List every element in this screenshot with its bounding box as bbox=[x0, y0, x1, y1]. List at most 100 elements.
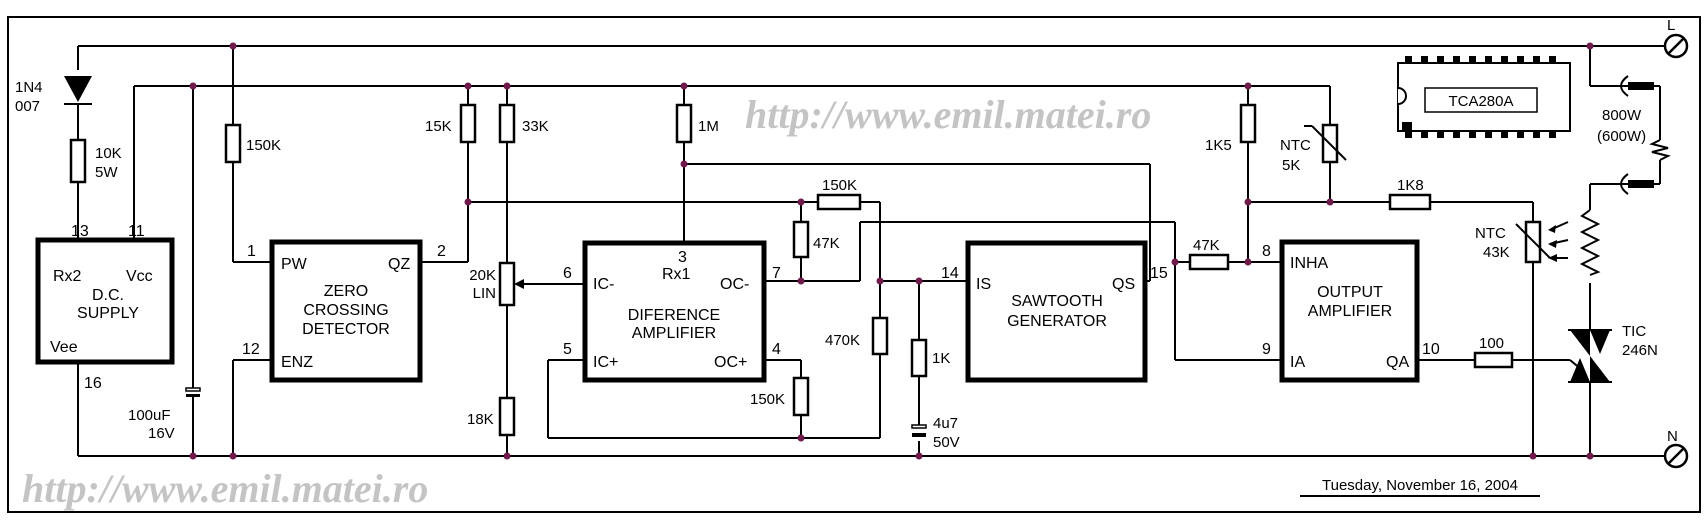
diode-label-line1: 1N4 bbox=[15, 79, 43, 96]
capacitor-100uf-label-line2: 16V bbox=[148, 425, 175, 442]
dc-supply-pin16: 16 bbox=[84, 375, 102, 392]
ntc-43k-thermistor bbox=[1515, 220, 1569, 264]
zcd-title-line2: CROSSING bbox=[303, 302, 388, 319]
diff-title-line2: AMPLIFIER bbox=[632, 325, 716, 342]
resistor-47k-inha-label: 47K bbox=[1193, 237, 1220, 254]
pot-20k-label-line2: LIN bbox=[473, 285, 496, 302]
saw-is: IS bbox=[976, 276, 991, 293]
resistor-15k bbox=[459, 103, 477, 144]
resistor-33k-label: 33K bbox=[522, 118, 549, 135]
date-label: Tuesday, November 16, 2004 bbox=[1322, 477, 1518, 494]
resistor-1k bbox=[910, 338, 928, 378]
zcd-qz: QZ bbox=[388, 256, 410, 273]
pot-20k-label-line1: 20K bbox=[469, 267, 496, 284]
heater-coil bbox=[1649, 139, 1671, 161]
terminal-l-screw-icon bbox=[1663, 33, 1689, 59]
capacitor-4u7-label-line2: 50V bbox=[933, 434, 960, 451]
saw-pin15: 15 bbox=[1150, 265, 1168, 282]
block-difference-amplifier bbox=[582, 240, 767, 383]
resistor-150k-pw bbox=[224, 123, 242, 164]
out-title-line2: AMPLIFIER bbox=[1308, 303, 1392, 320]
out-pin9: 9 bbox=[1262, 341, 1271, 358]
resistor-15k-label: 15K bbox=[425, 118, 452, 135]
resistor-150k-ocp-label: 150K bbox=[750, 391, 785, 408]
junction-dots bbox=[189, 42, 1594, 460]
ic-package-icon bbox=[1397, 56, 1571, 138]
resistor-1k5-label: 1K5 bbox=[1205, 137, 1232, 154]
diode-1n4007 bbox=[64, 76, 92, 105]
ic-part-number: TCA280A bbox=[1448, 93, 1513, 110]
heater-connector bbox=[1620, 75, 1654, 195]
triac-label-line2: 246N bbox=[1622, 342, 1658, 359]
potentiometer-wiper-arrow bbox=[514, 279, 524, 289]
watermark-bottom: http://www.emil.matei.ro bbox=[22, 466, 428, 511]
block-dc-supply bbox=[35, 237, 175, 365]
saw-title-line1: SAWTOOTH bbox=[1011, 293, 1103, 310]
resistor-150k-pw-label: 150K bbox=[246, 137, 281, 154]
capacitor-4u7 bbox=[911, 424, 927, 437]
resistor-1k8-label: 1K8 bbox=[1397, 177, 1424, 194]
out-qa: QA bbox=[1386, 354, 1409, 371]
dc-supply-title-line2: SUPPLY bbox=[77, 305, 139, 322]
diff-pin3: 3 bbox=[678, 249, 687, 266]
diode-label-line2: 007 bbox=[15, 98, 40, 115]
resistor-10k bbox=[69, 138, 87, 184]
ntc-43k-label-line1: NTC bbox=[1475, 225, 1506, 242]
terminal-n-label: N bbox=[1667, 428, 1678, 445]
resistor-47k-feedback bbox=[792, 220, 810, 259]
potentiometer-20k bbox=[498, 261, 516, 307]
resistor-1k5 bbox=[1239, 103, 1257, 144]
capacitor-100uf bbox=[185, 387, 201, 397]
series-resistor-zigzag bbox=[1579, 209, 1601, 276]
ntc-5k-label-line1: NTC bbox=[1280, 137, 1311, 154]
resistor-150k-ocp bbox=[792, 376, 810, 417]
resistor-150k-horizontal-label: 150K bbox=[822, 177, 857, 194]
block-output-amplifier bbox=[1279, 239, 1420, 383]
saw-qs: QS bbox=[1112, 276, 1135, 293]
diff-rx1: Rx1 bbox=[662, 266, 691, 283]
terminal-n-screw-icon bbox=[1663, 443, 1689, 469]
resistor-10k-label-line2: 5W bbox=[95, 164, 118, 181]
capacitor-4u7-label-line1: 4u7 bbox=[933, 415, 958, 432]
diff-ocm: OC- bbox=[720, 276, 749, 293]
resistor-1m bbox=[675, 103, 693, 144]
resistor-47k-feedback-label: 47K bbox=[813, 235, 840, 252]
resistor-10k-label-line1: 10K bbox=[95, 145, 122, 162]
resistor-150k-horizontal bbox=[816, 193, 862, 211]
diff-ocp: OC+ bbox=[714, 354, 747, 371]
resistor-1m-label: 1M bbox=[698, 118, 719, 135]
triac-label-line1: TIC bbox=[1622, 323, 1646, 340]
resistor-470k-label: 470K bbox=[825, 332, 860, 349]
zcd-title-line1: ZERO bbox=[324, 283, 368, 300]
dc-supply-vee: Vee bbox=[50, 339, 78, 356]
dc-supply-vcc: Vcc bbox=[126, 268, 153, 285]
zcd-pin2: 2 bbox=[437, 243, 446, 260]
resistor-100 bbox=[1473, 351, 1514, 369]
diff-pin6: 6 bbox=[563, 265, 572, 282]
triac-symbol bbox=[1568, 329, 1612, 383]
saw-title-line2: GENERATOR bbox=[1007, 313, 1107, 330]
block-sawtooth-generator bbox=[965, 240, 1148, 383]
zcd-pin12: 12 bbox=[242, 341, 260, 358]
heater-label-line2: (600W) bbox=[1597, 128, 1646, 145]
diff-pin7: 7 bbox=[772, 265, 781, 282]
diff-icm: IC- bbox=[593, 276, 614, 293]
dc-supply-pin13: 13 bbox=[71, 223, 89, 240]
heater-label-line1: 800W bbox=[1602, 107, 1642, 124]
ntc-5k-thermistor bbox=[1304, 123, 1347, 164]
drawing-frame bbox=[7, 16, 1701, 513]
resistor-1k8 bbox=[1388, 193, 1432, 211]
resistor-18k bbox=[498, 396, 516, 437]
diff-pin4: 4 bbox=[772, 341, 781, 358]
out-pin10: 10 bbox=[1422, 341, 1440, 358]
terminal-l-label: L bbox=[1667, 17, 1675, 34]
zcd-pw: PW bbox=[281, 256, 308, 273]
out-ia: IA bbox=[1290, 354, 1305, 371]
capacitor-100uf-label-line1: 100uF bbox=[128, 407, 171, 424]
resistor-18k-label: 18K bbox=[467, 411, 494, 428]
saw-pin14: 14 bbox=[941, 265, 959, 282]
resistor-47k-inha bbox=[1188, 253, 1230, 271]
resistor-100-label: 100 bbox=[1479, 335, 1504, 352]
zcd-title-line3: DETECTOR bbox=[302, 321, 390, 338]
